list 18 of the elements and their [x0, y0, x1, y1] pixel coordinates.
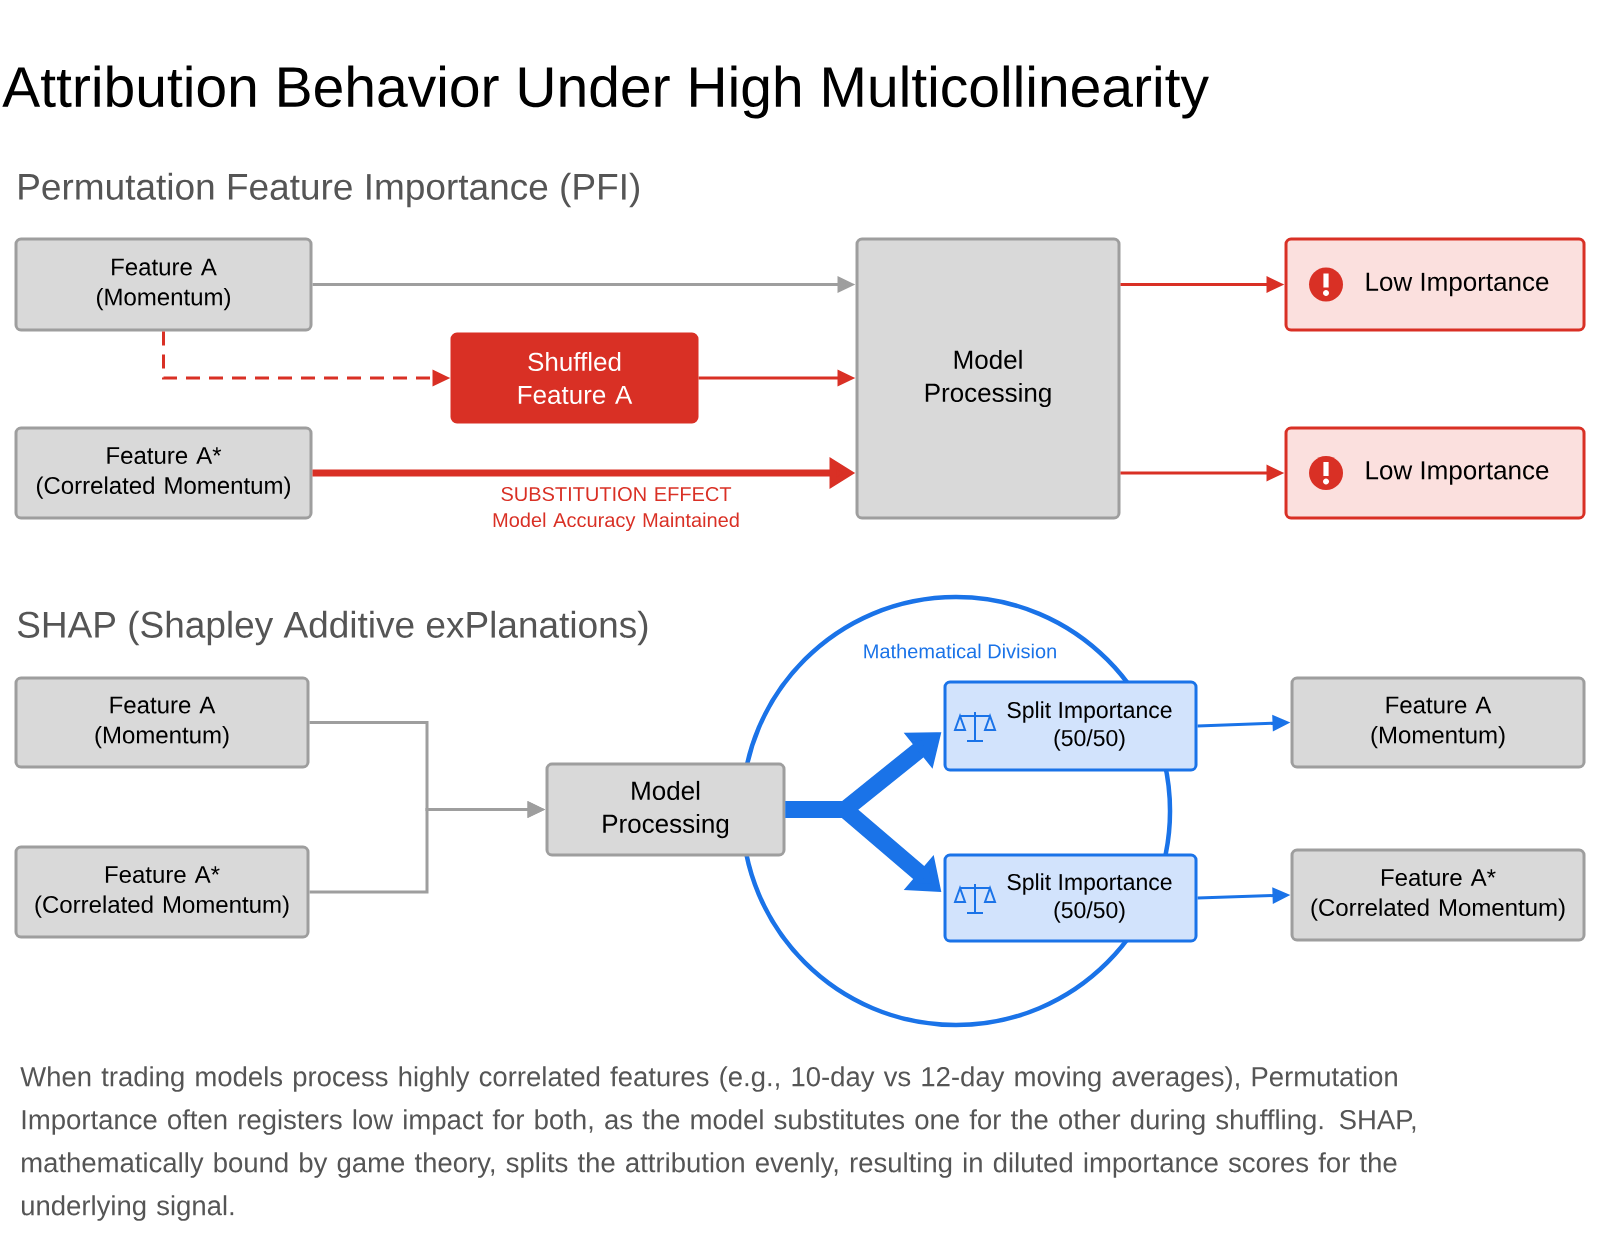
edge-label: SUBSTITUTION EFFECT Model Accuracy Maintained	[483, 484, 749, 534]
feature-box: Feature A (Momentum)	[14, 676, 310, 769]
section-heading: SHAP (Shapley Additive exPlanations)	[17, 610, 648, 646]
circle-label: Mathematical Division	[860, 641, 1060, 661]
model-box: Model Processing	[855, 237, 1121, 520]
feature-box: Feature A* (Correlated Momentum)	[14, 426, 313, 520]
title: Attribution Behavior Under High Multicollinearity	[2, 65, 1209, 119]
warning-box: Low Importance	[1284, 237, 1586, 332]
feature-box: Feature A* (Correlated Momentum)	[14, 845, 310, 939]
caption: When trading models process highly correlated features (e.g., 10-day vs 12-day moving averages), Permutation Importance often registers low impact for both, as the model substitutes one for the other during shuffling. SHAP, mathematically bound by game theory, splits the attribution evenly, resulting in diluted importance scores for the underlying signal.	[20, 1066, 1416, 1221]
feature-box: Feature A (Momentum)	[1290, 676, 1586, 769]
feature-box: Feature A* (Correlated Momentum)	[1290, 848, 1586, 942]
model-box: Model Processing	[545, 762, 786, 857]
warning-box: Low Importance	[1284, 426, 1586, 520]
split-box: Split Importance (50/50)	[943, 680, 1198, 772]
feature-box: Feature A (Momentum)	[14, 237, 313, 332]
shuffled-feature-box: Shuffled Feature A	[450, 332, 699, 424]
split-box: Split Importance (50/50)	[943, 853, 1198, 943]
